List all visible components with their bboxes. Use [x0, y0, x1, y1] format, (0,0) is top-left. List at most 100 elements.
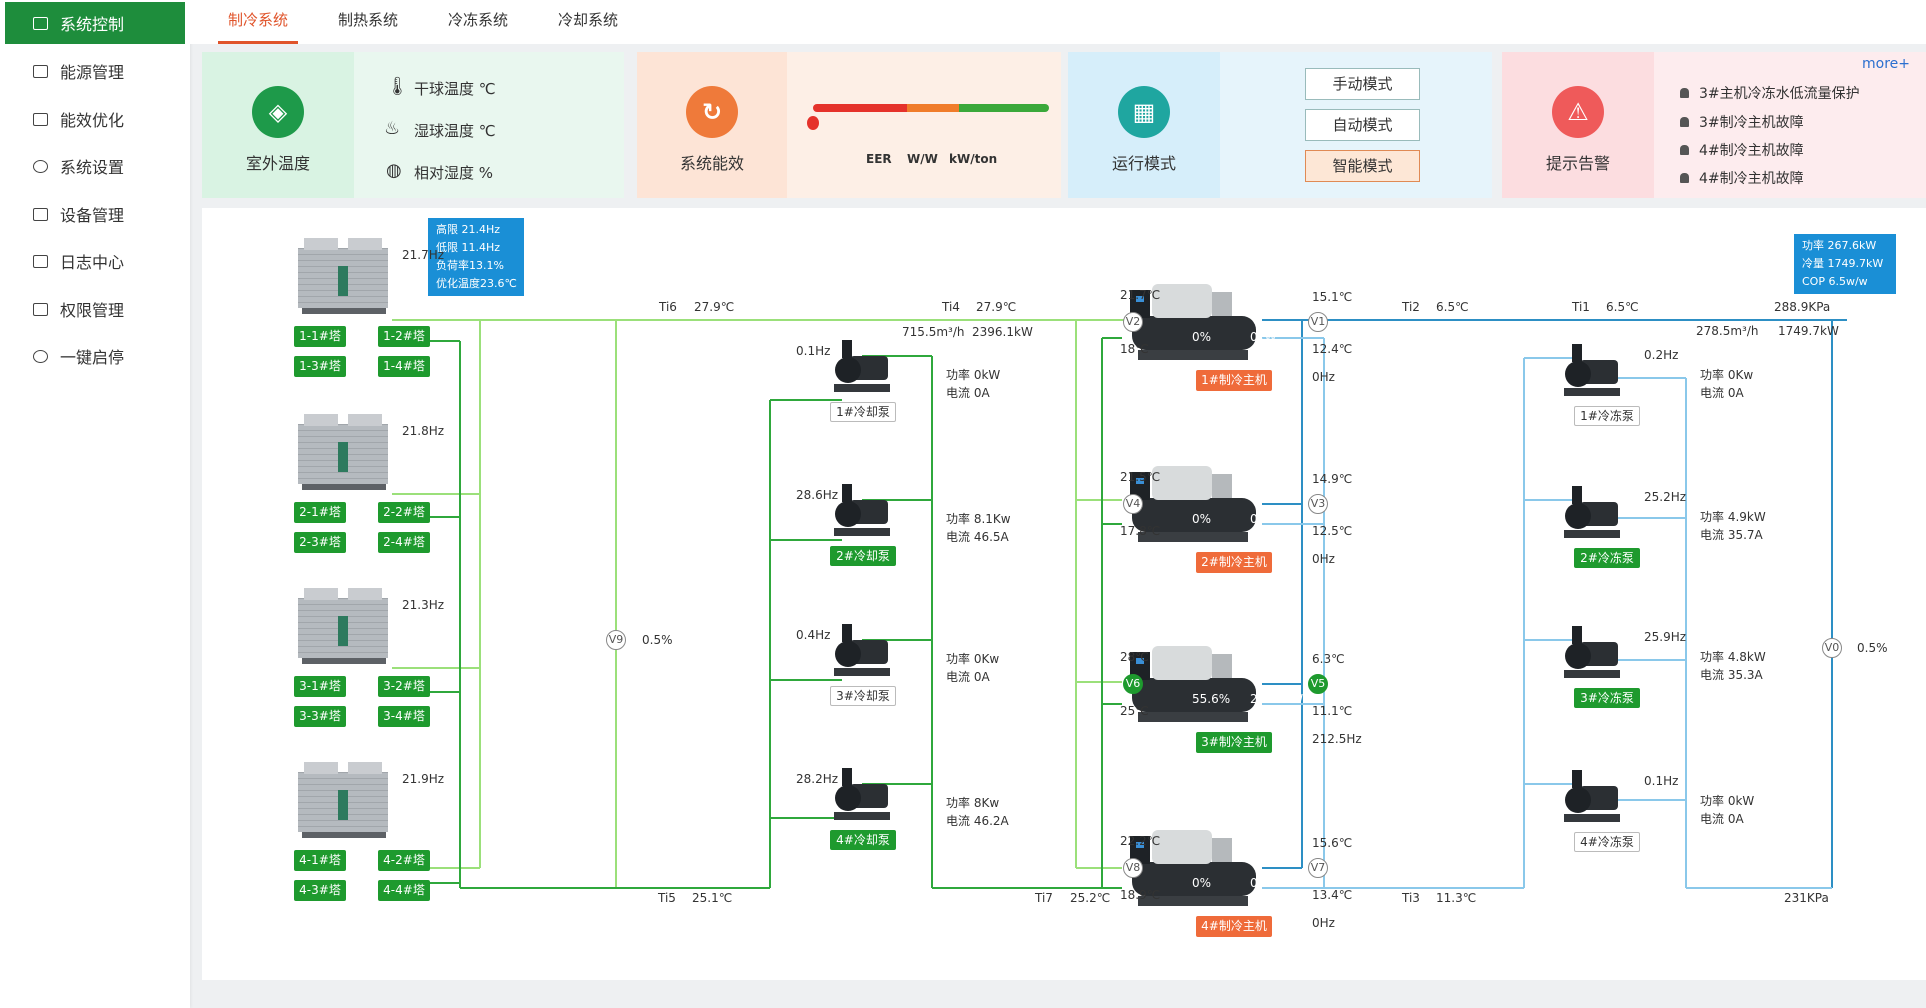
- tab-heating[interactable]: 制热系统: [337, 11, 398, 29]
- tab-cooling[interactable]: 制冷系统: [218, 0, 298, 44]
- tower-cell-button[interactable]: 1-3#塔: [294, 356, 346, 377]
- tower-cell-button[interactable]: 4-2#塔: [378, 850, 430, 871]
- sidebar-item-energy[interactable]: 能源管理: [5, 50, 185, 92]
- pump-power: 功率 8Kw: [946, 796, 1000, 810]
- tower-cell-button[interactable]: 2-4#塔: [378, 532, 430, 553]
- cooling-pump-tag[interactable]: 1#冷却泵: [830, 402, 896, 422]
- tower-cell-button[interactable]: 1-1#塔: [294, 326, 346, 347]
- tower-cell-button[interactable]: 4-3#塔: [294, 880, 346, 901]
- chiller-valve-left[interactable]: V2: [1123, 312, 1143, 332]
- tower-cell-button[interactable]: 2-1#塔: [294, 502, 346, 523]
- tower-cell-button[interactable]: 1-2#塔: [378, 326, 430, 347]
- tower-cell-button[interactable]: 2-3#塔: [294, 532, 346, 553]
- chiller-power: 0Kw: [1250, 876, 1276, 890]
- cooling-tower[interactable]: [294, 236, 392, 318]
- chilled-pump[interactable]: [1560, 768, 1624, 824]
- smart-mode-button[interactable]: 智能模式: [1305, 150, 1420, 182]
- tab-chilled[interactable]: 冷冻系统: [447, 11, 508, 29]
- sidebar-item-efficiency[interactable]: 能效优化: [5, 98, 185, 140]
- tab-condenser[interactable]: 冷却系统: [557, 11, 618, 29]
- cooling-pump-tag[interactable]: 3#冷却泵: [830, 686, 896, 706]
- cooling-pump[interactable]: [830, 622, 894, 678]
- chiller-load: 55.6%: [1192, 692, 1231, 706]
- chiller-evap-temp-1: 14.9℃: [1312, 472, 1353, 486]
- chw-power: 1749.7kW: [1778, 324, 1839, 338]
- sidebar-item-start-stop[interactable]: 一键启停: [5, 335, 185, 377]
- tower-cell-button[interactable]: 3-2#塔: [378, 676, 430, 697]
- thermometer-icon: 🌡: [386, 76, 409, 97]
- chilled-pump[interactable]: [1560, 342, 1624, 398]
- alarm-more-link[interactable]: more+: [1862, 56, 1910, 72]
- alarm-item[interactable]: 3#制冷主机故障: [1680, 112, 1804, 132]
- chiller-power: 0kW: [1250, 330, 1277, 344]
- chilled-pump[interactable]: [1560, 624, 1624, 680]
- tower-cell-button[interactable]: 1-4#塔: [378, 356, 430, 377]
- chiller-valve-left[interactable]: V6: [1123, 674, 1143, 694]
- alarm-item[interactable]: 4#制冷主机故障: [1680, 140, 1804, 160]
- chiller-tag[interactable]: 1#制冷主机: [1196, 370, 1272, 391]
- sidebar-item-logs[interactable]: 日志中心: [5, 240, 185, 282]
- sidebar-item-settings[interactable]: 系统设置: [5, 145, 185, 187]
- cooling-pump[interactable]: [830, 766, 894, 822]
- chiller-tag[interactable]: 3#制冷主机: [1196, 732, 1272, 753]
- chiller-unit[interactable]: [1122, 278, 1262, 368]
- chiller-valve-left[interactable]: V4: [1123, 494, 1143, 514]
- plant-diagram: 高限 21.4Hz 低限 11.4Hz 负荷率13.1% 优化温度23.6℃ 功…: [202, 208, 1926, 980]
- tower-cell-button[interactable]: 3-3#塔: [294, 706, 346, 727]
- ti1-label: Ti1: [1572, 300, 1590, 314]
- cooling-pump-tag[interactable]: 4#冷却泵: [830, 830, 896, 850]
- chiller-evap-temp-1: 6.3℃: [1312, 652, 1345, 666]
- alarm-item[interactable]: 3#主机冷冻水低流量保护: [1680, 83, 1860, 103]
- chiller-valve-right[interactable]: V1: [1308, 312, 1328, 332]
- pump-freq: 0.4Hz: [796, 628, 831, 642]
- bypass-valve-v9[interactable]: V9: [606, 630, 626, 650]
- chiller-unit[interactable]: [1122, 460, 1262, 550]
- chilled-pump[interactable]: [1560, 484, 1624, 540]
- bell-icon: [1680, 173, 1689, 183]
- manual-mode-button[interactable]: 手动模式: [1305, 68, 1420, 100]
- chilled-pump-tag[interactable]: 4#冷冻泵: [1574, 832, 1640, 852]
- sidebar-item-permissions[interactable]: 权限管理: [5, 288, 185, 330]
- tower-cell-button[interactable]: 3-1#塔: [294, 676, 346, 697]
- cooling-tower[interactable]: [294, 412, 392, 494]
- chiller-power: 0kW: [1250, 512, 1277, 526]
- chiller-cond-in-temp: 28℃: [1120, 650, 1149, 664]
- tower-cell-button[interactable]: 3-4#塔: [378, 706, 430, 727]
- chiller-tag[interactable]: 2#制冷主机: [1196, 552, 1272, 573]
- chiller-tag[interactable]: 4#制冷主机: [1196, 916, 1272, 937]
- bypass-valve-v0[interactable]: V0: [1822, 638, 1842, 658]
- ti6-value: 27.9℃: [694, 300, 735, 314]
- grid-icon: ▦: [1118, 86, 1170, 138]
- tower-cell-button[interactable]: 2-2#塔: [378, 502, 430, 523]
- cooling-tower[interactable]: [294, 586, 392, 668]
- tower-cell-button[interactable]: 4-4#塔: [378, 880, 430, 901]
- chiller-valve-right[interactable]: V5: [1308, 674, 1328, 694]
- auto-mode-button[interactable]: 自动模式: [1305, 109, 1420, 141]
- cooling-pump[interactable]: [830, 338, 894, 394]
- pump-freq: 0.1Hz: [796, 344, 831, 358]
- chiller-evap-temp-2: 12.4℃: [1312, 342, 1353, 356]
- cooling-pump-tag[interactable]: 2#冷却泵: [830, 546, 896, 566]
- tower-cell-button[interactable]: 4-1#塔: [294, 850, 346, 871]
- sidebar-item-system-control[interactable]: 系统控制: [5, 2, 185, 44]
- sidebar-item-devices[interactable]: 设备管理: [5, 193, 185, 235]
- chiller-valve-right[interactable]: V3: [1308, 494, 1328, 514]
- sidebar-item-label: 能效优化: [60, 111, 125, 130]
- chilled-pump-tag[interactable]: 3#冷冻泵: [1574, 688, 1640, 708]
- chiller-evap-temp-2: 13.4℃: [1312, 888, 1353, 902]
- chiller-freq: 212.5Hz: [1312, 732, 1362, 746]
- alarm-item[interactable]: 4#制冷主机故障: [1680, 168, 1804, 188]
- tower-freq: 21.7Hz: [402, 248, 445, 262]
- chiller-valve-left[interactable]: V8: [1123, 858, 1143, 878]
- pump-power: 功率 4.9kW: [1700, 510, 1766, 524]
- power-icon: [33, 349, 48, 363]
- cooling-pump[interactable]: [830, 482, 894, 538]
- chilled-pump-tag[interactable]: 2#冷冻泵: [1574, 548, 1640, 568]
- cooling-tower[interactable]: [294, 760, 392, 842]
- ti4-label: Ti4: [942, 300, 960, 314]
- chilled-pump-tag[interactable]: 1#冷冻泵: [1574, 406, 1640, 426]
- chiller-unit[interactable]: [1122, 640, 1262, 730]
- chiller-unit[interactable]: [1122, 824, 1262, 914]
- chiller-valve-right[interactable]: V7: [1308, 858, 1328, 878]
- humidity-label: 相对湿度 %: [414, 164, 494, 182]
